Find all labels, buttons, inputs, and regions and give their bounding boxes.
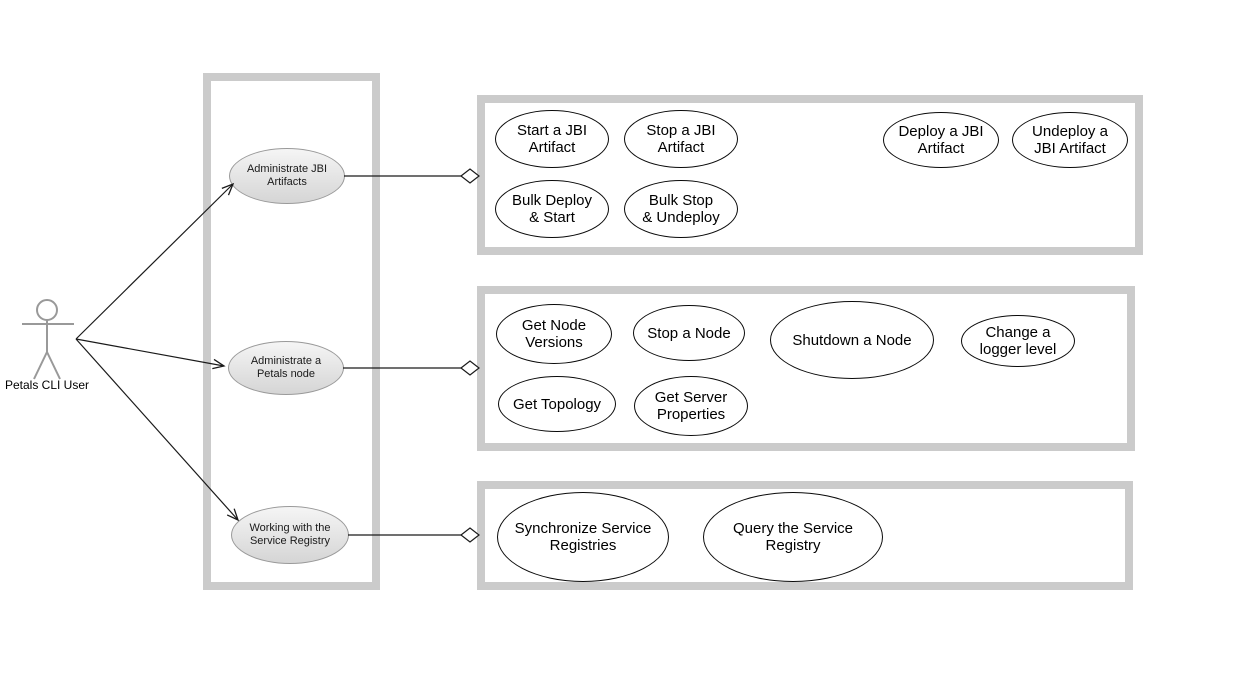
use-case-query-service-registry: Query the Service Registry xyxy=(703,492,883,582)
use-case-get-server-properties: Get Server Properties xyxy=(634,376,748,436)
use-case-administrate-petals-node: Administrate a Petals node xyxy=(228,341,344,395)
use-case-start-jbi-artifact: Start a JBI Artifact xyxy=(495,110,609,168)
use-case-shutdown-node: Shutdown a Node xyxy=(770,301,934,379)
use-case-deploy-jbi-artifact: Deploy a JBI Artifact xyxy=(883,112,999,168)
use-case-working-with-service-registry: Working with the Service Registry xyxy=(231,506,349,564)
use-case-stop-node: Stop a Node xyxy=(633,305,745,361)
actor-head xyxy=(36,299,58,321)
use-case-bulk-stop-undeploy: Bulk Stop & Undeploy xyxy=(624,180,738,238)
use-case-change-logger-level: Change a logger level xyxy=(961,315,1075,367)
actor-label: Petals CLI User xyxy=(4,378,90,392)
use-case-synchronize-service-registries: Synchronize Service Registries xyxy=(497,492,669,582)
actor-figure xyxy=(22,299,74,380)
use-case-administrate-jbi-artifacts: Administrate JBI Artifacts xyxy=(229,148,345,204)
association-administrate-petals-node xyxy=(75,338,226,370)
use-case-bulk-deploy-start: Bulk Deploy & Start xyxy=(495,180,609,238)
use-case-get-topology: Get Topology xyxy=(498,376,616,432)
use-case-undeploy-jbi-artifact: Undeploy a JBI Artifact xyxy=(1012,112,1128,168)
use-case-stop-jbi-artifact: Stop a JBI Artifact xyxy=(624,110,738,168)
use-case-get-node-versions: Get Node Versions xyxy=(496,304,612,364)
actor-left-leg xyxy=(33,351,48,380)
actor-right-leg xyxy=(46,351,61,380)
